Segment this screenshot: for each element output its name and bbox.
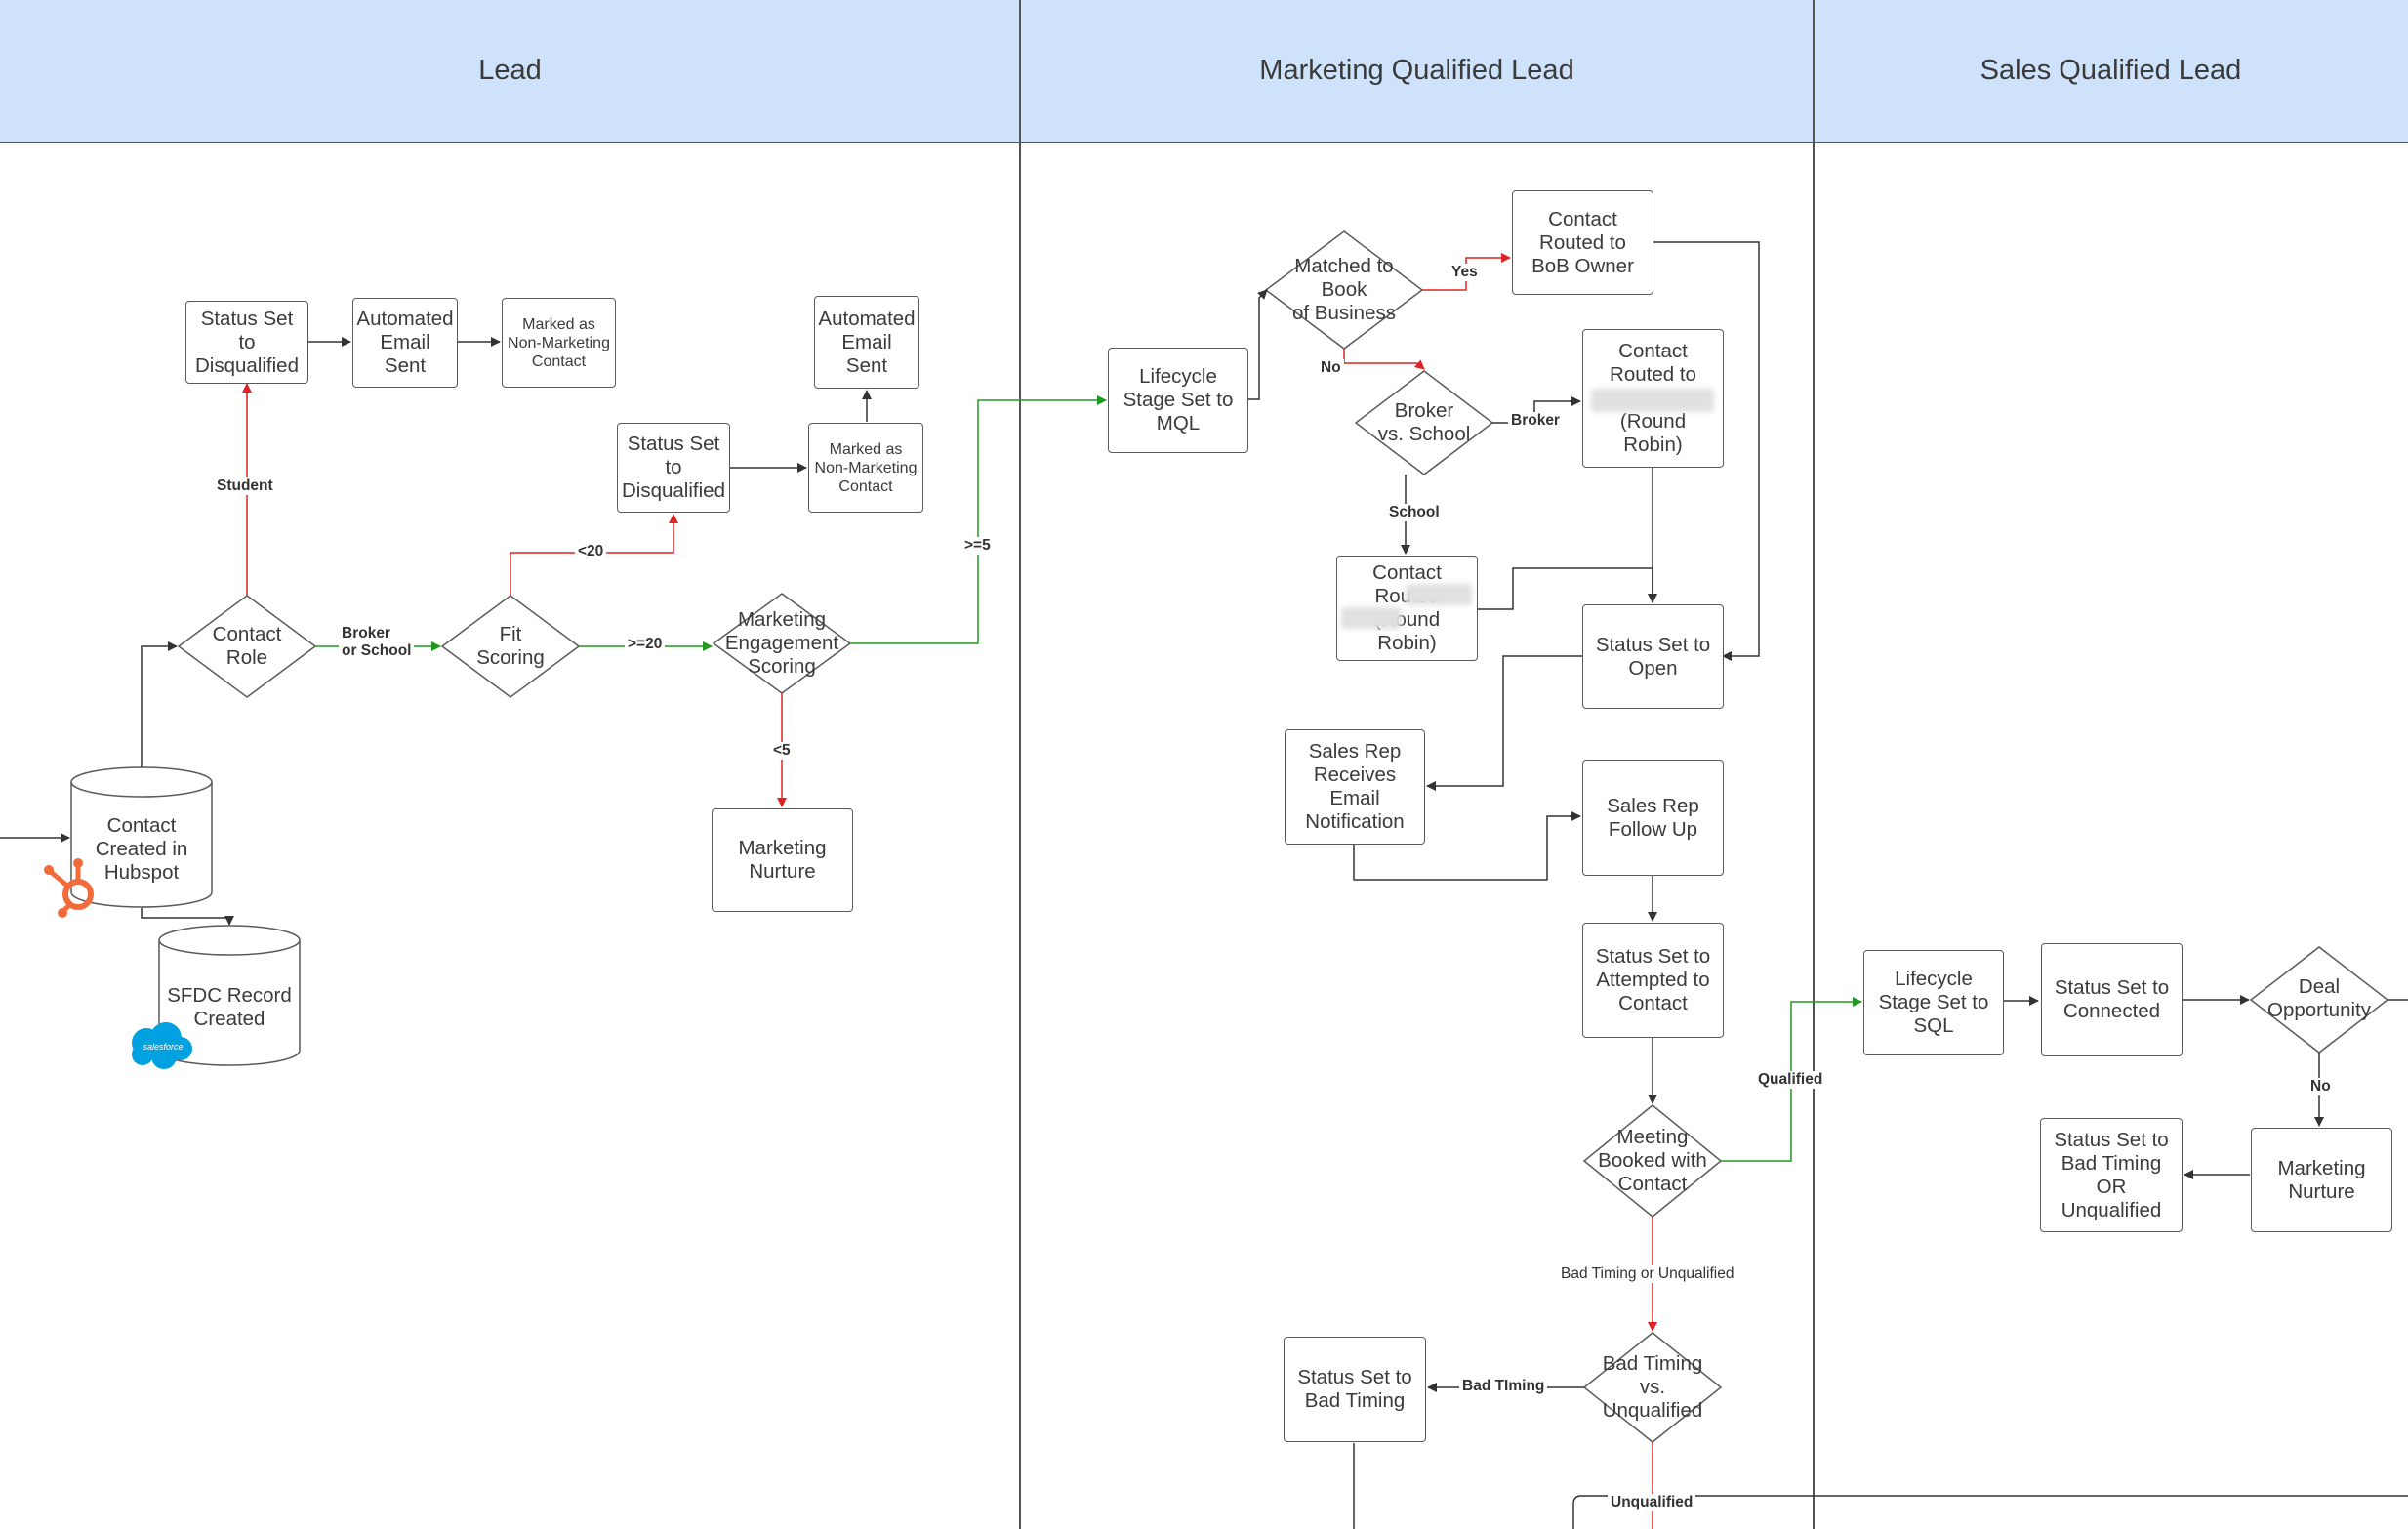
status-bad-timing-node: Status Set to Bad Timing: [1284, 1337, 1426, 1442]
salesforce-logo-icon: [132, 1022, 192, 1069]
lane-header-sql: Sales Qualified Lead: [1814, 0, 2408, 143]
edge-label-unqualified: Unqualified: [1608, 1494, 1696, 1511]
lifecycle-mql-node: Lifecycle Stage Set to MQL: [1108, 348, 1248, 453]
edge-matched-no: [1343, 349, 1425, 370]
redacted-name: [1406, 584, 1472, 605]
lifecycle-sql-node: Lifecycle Stage Set to SQL: [1863, 950, 2004, 1055]
matched-bob-node: Matched to Book of Business: [1292, 255, 1396, 324]
rep-follow-up-node: Sales Rep Follow Up: [1582, 760, 1724, 876]
automated-email-node: Automated Email Sent: [814, 296, 919, 389]
edge-engagement-to-mql: [850, 395, 1107, 644]
fit-scoring-diamond: [440, 595, 581, 698]
lane-divider: [1813, 0, 1815, 1529]
edge-notification-to-followup: [1353, 811, 1581, 881]
lane-header-mql: Marketing Qualified Lead: [1020, 0, 1814, 143]
lane-title: Sales Qualified Lead: [1979, 55, 2242, 86]
edge-label-lt5: <5: [770, 742, 794, 760]
edge-mql-to-matched: [1248, 289, 1268, 400]
non-marketing-contact-node: Marked as Non-Marketing Contact: [808, 423, 923, 513]
edge-label-bad-or-unqualified: Bad Timing or Unqualified: [1558, 1265, 1737, 1283]
meeting-booked-node: Meeting Booked with Contact: [1598, 1126, 1707, 1195]
lane-divider: [1019, 0, 1021, 1529]
edge-label-bad-timing: Bad TIming: [1459, 1378, 1548, 1395]
edge-label-no: No: [1318, 359, 1344, 377]
hubspot-logo-icon: [44, 858, 94, 918]
marketing-nurture-node: Marketing Nurture: [2251, 1128, 2392, 1232]
sfdc-record-node: SFDC Record Created: [167, 984, 292, 1030]
engagement-scoring-node: Marketing Engagement Scoring: [724, 608, 839, 678]
lane-header-lead: Lead: [0, 0, 1020, 143]
edge-unqualified-out: [1572, 1495, 2408, 1529]
edge-label-student: Student: [214, 477, 276, 495]
status-connected-node: Status Set to Connected: [2041, 943, 2183, 1056]
broker-vs-school-diamond: [1354, 370, 1494, 475]
redacted-name: [1591, 389, 1714, 412]
lane-title: Lead: [478, 55, 542, 86]
edge-label-yes: Yes: [1449, 264, 1481, 281]
deal-opportunity-node: Deal Opportunity: [2267, 975, 2371, 1021]
edge-label-gte5: >=5: [961, 537, 994, 555]
edge-label-school: School: [1386, 504, 1443, 521]
status-attempted-node: Status Set to Attempted to Contact: [1582, 923, 1724, 1038]
status-disqualified-node: Status Set to Disqualified: [185, 301, 308, 384]
edge-contact-to-role: [141, 641, 178, 767]
sfdc-record-cylinder: [158, 925, 301, 1066]
edge-routed-school-to-open: [1475, 567, 1657, 610]
contact-role-diamond: [177, 595, 317, 698]
salesforce-wordmark: salesforce: [143, 1042, 184, 1052]
contact-created-node: Contact Created in Hubspot: [95, 814, 188, 884]
edge-bob-to-open: [1653, 241, 1760, 661]
edge-label-lt20: <20: [575, 543, 607, 560]
fit-scoring-node: Fit Scoring: [476, 623, 545, 669]
lane-title: Marketing Qualified Lead: [1259, 55, 1574, 86]
marketing-nurture-node: Marketing Nurture: [712, 808, 853, 912]
status-bad-or-unqualified-node: Status Set to Bad Timing OR Unqualified: [2040, 1118, 2183, 1232]
edge-open-to-notification: [1426, 655, 1582, 791]
edge-label-gte20: >=20: [625, 636, 666, 653]
rep-notification-node: Sales Rep Receives Email Notification: [1285, 729, 1425, 845]
edge-label-no: No: [2307, 1078, 2334, 1095]
redacted-name: [1341, 607, 1402, 629]
automated-email-node: Automated Email Sent: [352, 298, 458, 388]
status-open-node: Status Set to Open: [1582, 604, 1724, 709]
non-marketing-contact-node: Marked as Non-Marketing Contact: [502, 298, 616, 388]
broker-vs-school-node: Broker vs. School: [1377, 399, 1471, 445]
edge-label-broker-or-school: Broker or School: [339, 625, 415, 660]
edge-contact-to-sfdc: [141, 908, 234, 926]
edge-label-qualified: Qualified: [1755, 1071, 1826, 1089]
contact-created-cylinder: [70, 766, 213, 908]
edge-label-broker: Broker: [1508, 412, 1563, 430]
contact-role-node: Contact Role: [212, 623, 282, 669]
bad-vs-unqualified-node: Bad Timing vs. Unqualified: [1602, 1352, 1703, 1422]
routed-bob-owner-node: Contact Routed to BoB Owner: [1512, 190, 1653, 295]
status-disqualified-node: Status Set to Disqualified: [617, 423, 730, 513]
